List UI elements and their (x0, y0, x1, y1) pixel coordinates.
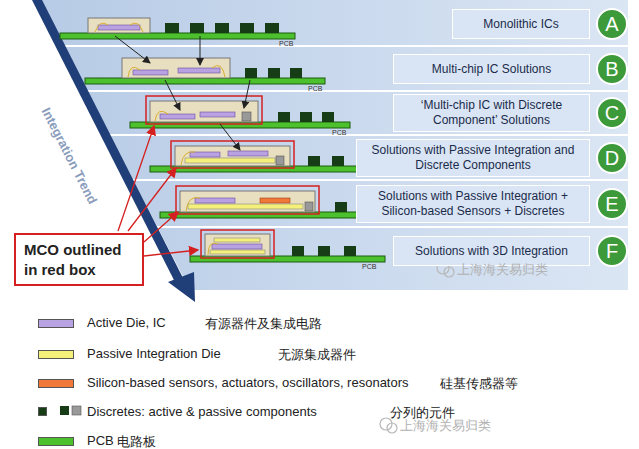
letter-circle: A (596, 8, 628, 40)
node-text: B (605, 58, 618, 81)
pcb-label: PCB (308, 85, 322, 92)
chinese-note: 电路板 (117, 433, 156, 449)
node-text: Solutions with Passive Integration and D… (363, 143, 583, 173)
node-text: D (605, 147, 619, 170)
solution-label: Multi-chip IC Solutions (393, 54, 590, 84)
legend-text: PCB (87, 433, 114, 448)
solution-label: Solutions with Passive Integration + Sil… (356, 185, 590, 223)
legend-text: Active Die, IC (87, 315, 166, 330)
callout-box: MCO outlined in red box (14, 233, 144, 286)
legend-swatch (38, 379, 74, 388)
node-text: Solutions with Passive Integration + Sil… (363, 189, 583, 219)
watermark: 上海海关易归类 (400, 417, 491, 435)
solution-label: Solutions with Passive Integration and D… (356, 139, 590, 177)
solution-label: Monolithic ICs (452, 9, 590, 39)
node-text: E (605, 193, 618, 216)
node-text: C (605, 102, 619, 125)
legend-swatch (38, 319, 74, 328)
legend-text: Passive Integration Die (87, 346, 221, 361)
letter-circle: F (596, 235, 628, 267)
solution-label: Solutions with 3D Integration (393, 236, 590, 266)
pcb-label: PCB (279, 40, 293, 47)
chinese-note: 无源集成器件 (278, 346, 356, 364)
node-text: Multi-chip IC Solutions (432, 62, 551, 77)
node-text: Monolithic ICs (483, 17, 558, 32)
letter-circle: D (596, 142, 628, 174)
node-text: ‘Multi-chip IC with Discrete Component’ … (400, 98, 583, 128)
trend-label: Integration Trend (39, 105, 101, 206)
pcb-label: PCB (362, 263, 376, 270)
solution-label: ‘Multi-chip IC with Discrete Component’ … (393, 94, 590, 132)
node-text: A (605, 13, 618, 36)
pcb-label: PCB (332, 129, 346, 136)
node-text: F (606, 240, 618, 263)
node-text: MCO outlined in red box (24, 240, 134, 279)
legend-swatch (38, 437, 74, 446)
legend-text: Silicon-based sensors, actuators, oscill… (87, 375, 409, 390)
legend-swatch (38, 350, 74, 359)
letter-circle: B (596, 53, 628, 85)
legend-swatch (38, 407, 47, 416)
watermark: 上海海关易归类 (457, 261, 548, 279)
chinese-note: 硅基传感器等 (440, 375, 518, 393)
letter-circle: C (596, 97, 628, 129)
node-text: Solutions with 3D Integration (415, 244, 568, 259)
letter-circle: E (596, 188, 628, 220)
chinese-note: 有源器件及集成电路 (205, 315, 322, 333)
legend-text: Discretes: active & passive components (87, 404, 317, 419)
